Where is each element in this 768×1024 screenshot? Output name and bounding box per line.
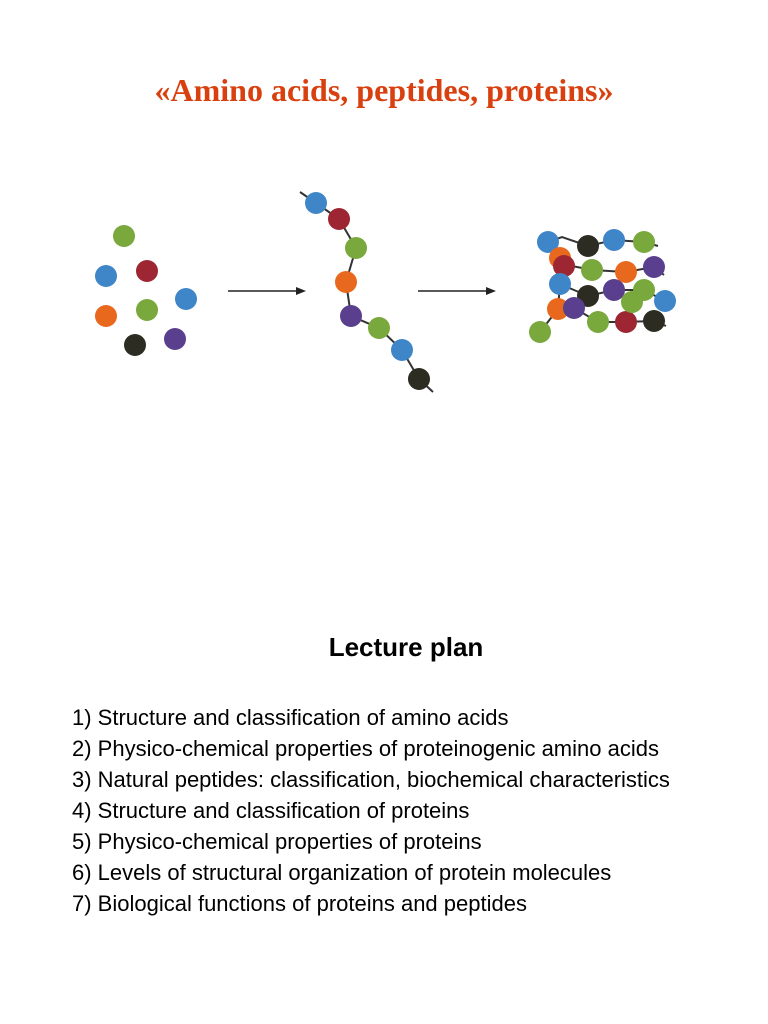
illustration-svg <box>95 191 676 393</box>
free-amino-acids-icon <box>95 225 197 356</box>
list-item: 7) Biological functions of proteins and … <box>72 891 527 916</box>
peptide-chain-icon <box>299 191 434 393</box>
list-item: 5) Physico-chemical properties of protei… <box>72 829 482 854</box>
lecture-plan-heading: Lecture plan <box>328 632 484 662</box>
page-title: «Amino acids, peptides, proteins» <box>154 72 614 108</box>
list-item: 6) Levels of structural organization of … <box>72 860 612 885</box>
lecture-plan-list: 1) Structure and classification of amino… <box>72 702 732 919</box>
list-item: 2) Physico-chemical properties of protei… <box>72 736 659 761</box>
amino-acid-illustration <box>0 180 768 400</box>
list-item: 3) Natural peptides: classification, bio… <box>72 767 670 792</box>
list-item: 4) Structure and classification of prote… <box>72 798 470 823</box>
arrow-right-icon <box>228 287 306 295</box>
list-item: 1) Structure and classification of amino… <box>72 705 509 730</box>
folded-protein-icon <box>529 229 676 343</box>
arrow-right-icon <box>418 287 496 295</box>
